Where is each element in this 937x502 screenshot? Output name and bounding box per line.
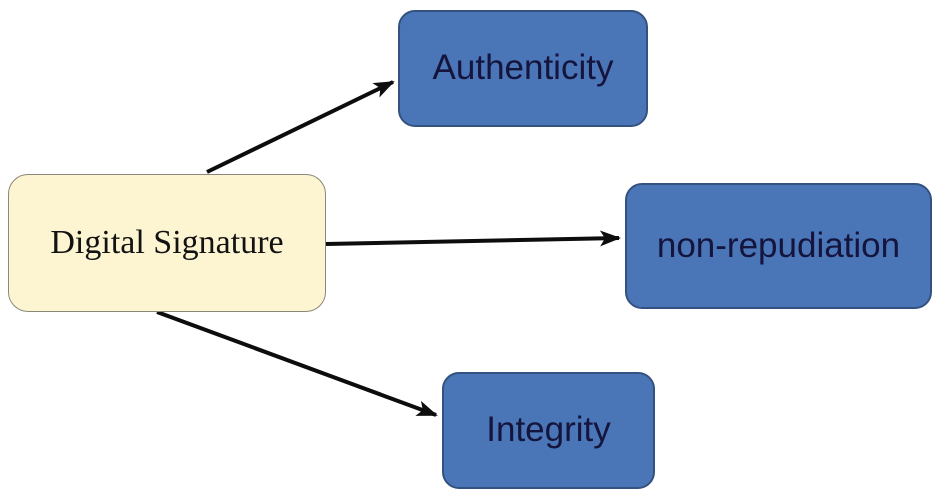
node-integrity: Integrity — [442, 372, 655, 489]
node-authenticity: Authenticity — [398, 10, 648, 127]
arrow-digital-signature-to-non-repudiation — [325, 230, 621, 247]
node-non-repudiation-label: non-repudiation — [656, 225, 901, 265]
arrow-digital-signature-to-integrity — [156, 310, 438, 417]
node-integrity-label: Integrity — [486, 410, 611, 450]
node-digital-signature: Digital Signature — [8, 174, 326, 312]
node-authenticity-label: Authenticity — [432, 48, 614, 88]
node-digital-signature-label: Digital Signature — [50, 224, 284, 262]
arrow-digital-signature-to-authenticity — [206, 80, 395, 174]
node-non-repudiation: non-repudiation — [625, 183, 932, 309]
